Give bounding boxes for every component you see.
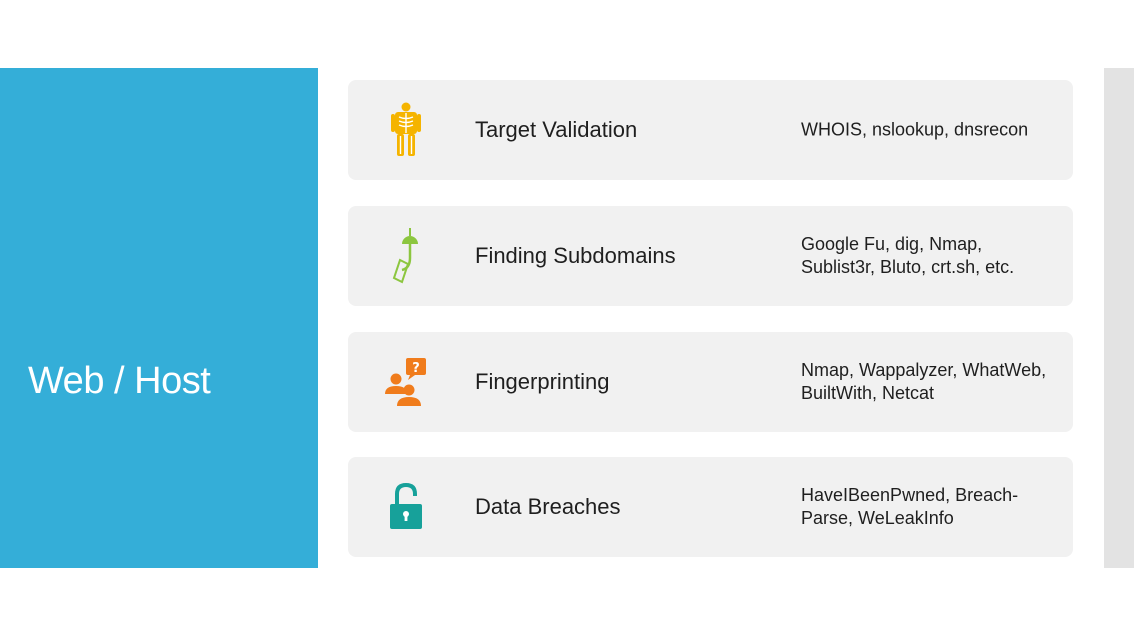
step-card-finding-subdomains: Finding Subdomains Google Fu, dig, Nmap,… [348, 206, 1073, 306]
section-title-panel: Web / Host [0, 68, 318, 568]
step-title: Fingerprinting [475, 369, 610, 394]
step-tools: Nmap, Wappalyzer, WhatWeb, BuiltWith, Ne… [801, 360, 1047, 403]
section-title: Web / Host [28, 360, 211, 402]
x-ray-body-icon [378, 100, 434, 160]
step-title: Finding Subdomains [475, 243, 676, 268]
people-question-icon: ? [378, 352, 434, 412]
step-title: Data Breaches [475, 494, 621, 519]
right-decorative-bar [1104, 68, 1134, 568]
step-title: Target Validation [475, 117, 638, 142]
svg-text:?: ? [412, 361, 420, 376]
step-card-data-breaches: Data Breaches HaveIBeenPwned, Breach-Par… [348, 457, 1073, 557]
step-tools: Google Fu, dig, Nmap, Sublist3r, Bluto, … [801, 234, 1015, 277]
open-padlock-icon [378, 477, 434, 537]
step-tools: WHOIS, nslookup, dnsrecon [801, 119, 1029, 140]
step-card-target-validation: Target Validation WHOIS, nslookup, dnsre… [348, 80, 1073, 180]
fishing-hook-icon [378, 226, 434, 286]
step-card-fingerprinting: ? Fingerprinting Nmap, Wappalyzer, WhatW… [348, 332, 1073, 432]
step-tools: HaveIBeenPwned, Breach-Parse, WeLeakInfo [801, 485, 1019, 528]
